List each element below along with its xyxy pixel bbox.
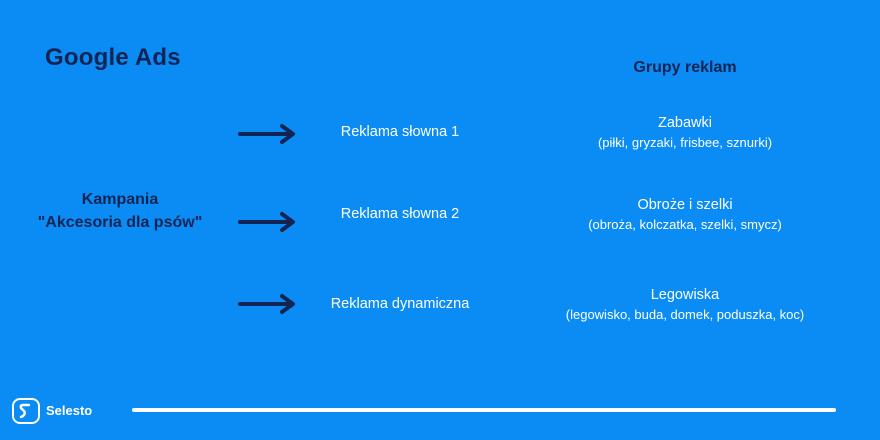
campaign-label: Kampania "Akcesoria dla psów": [20, 188, 220, 234]
diagram-title: Google Ads: [45, 44, 181, 71]
ad-group-name: Zabawki: [658, 115, 712, 131]
ad-type-label: Reklama dynamiczna: [330, 296, 470, 312]
arrow-right-icon: [238, 294, 295, 314]
ad-group-name: Legowiska: [650, 287, 720, 303]
footer-divider: [132, 408, 836, 412]
ad-group: Legowiska (legowisko, buda, domek, podus…: [540, 285, 830, 325]
ad-group-keywords: (obroża, kolczatka, szelki, smycz): [588, 217, 782, 232]
ad-group-keywords: (piłki, gryzaki, frisbee, sznurki): [597, 135, 773, 150]
campaign-label-line2: "Akcesoria dla psów": [37, 214, 203, 231]
brand-name: Selesto: [46, 403, 93, 418]
selesto-logo-icon: [12, 398, 40, 424]
ad-type-label: Reklama słowna 1: [340, 124, 460, 140]
arrow-right-icon: [238, 212, 295, 232]
ad-groups-header: Grupy reklam: [633, 59, 737, 76]
ad-group-keywords: (legowisko, buda, domek, poduszka, koc): [565, 307, 805, 322]
ad-group-name: Obroże i szelki: [637, 197, 733, 213]
ad-group: Zabawki (piłki, gryzaki, frisbee, sznurk…: [540, 113, 830, 153]
ad-type-label: Reklama słowna 2: [340, 206, 460, 222]
campaign-label-line1: Kampania: [81, 191, 159, 208]
arrow-right-icon: [238, 124, 295, 144]
ad-group: Obroże i szelki (obroża, kolczatka, szel…: [540, 195, 830, 235]
